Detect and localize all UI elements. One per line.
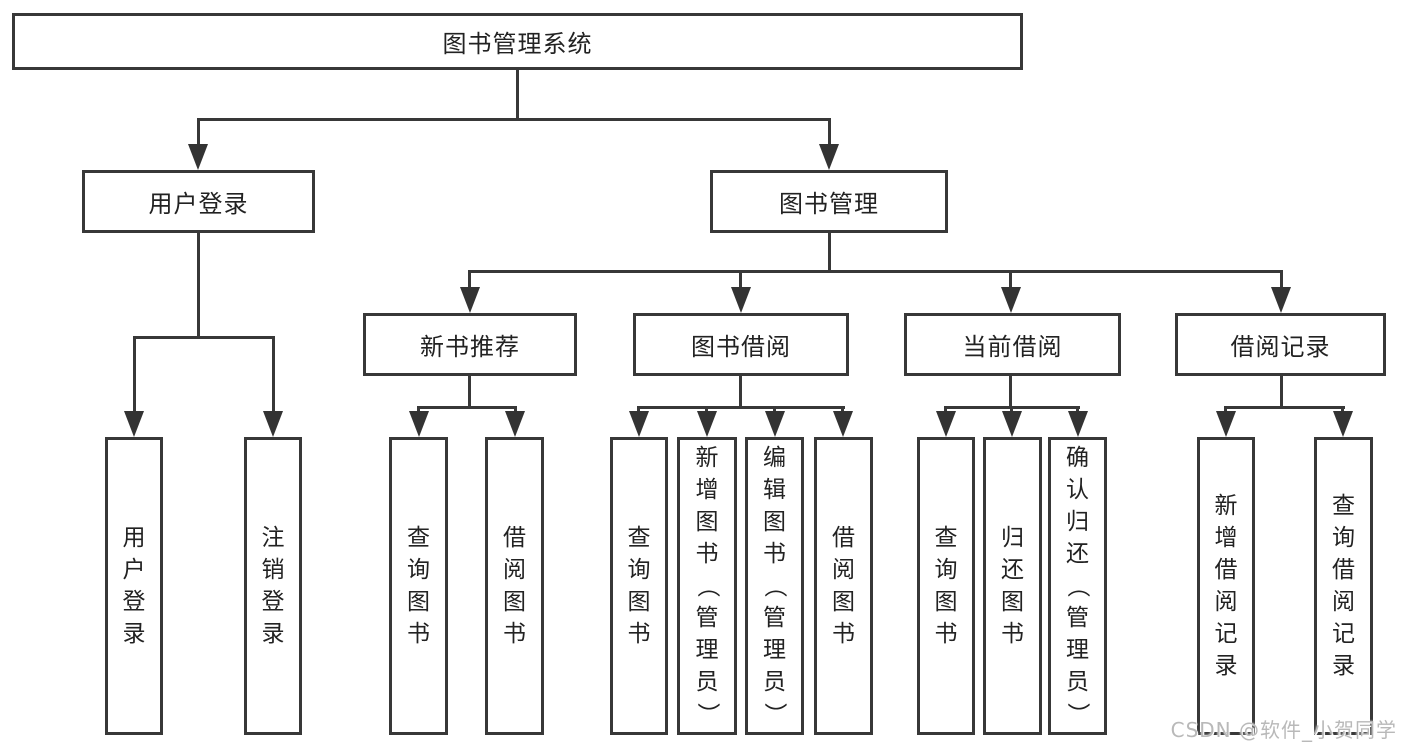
connector-line [468, 270, 1283, 273]
connector-line [1280, 270, 1283, 287]
arrow-down-icon [833, 411, 853, 437]
connector-line [1010, 406, 1013, 413]
node-label: 查询借阅记录 [1332, 493, 1355, 679]
arrow-down-icon [936, 411, 956, 437]
node-label: 查询图书 [934, 525, 958, 647]
connector-line [637, 406, 640, 413]
node-label: 用户登录 [148, 190, 249, 218]
node-label: 图书管理 [779, 190, 879, 218]
connector-line [468, 375, 471, 406]
node-borrowing-records: 借阅记录 [1175, 313, 1386, 376]
arrow-down-icon [409, 411, 429, 437]
connector-line [133, 336, 136, 411]
node-label: 借阅记录 [1230, 333, 1331, 361]
connector-line [197, 118, 831, 121]
node-label: 归还图书 [1001, 525, 1024, 647]
node-label: 查询图书 [627, 525, 651, 647]
node-current-borrowing: 当前借阅 [904, 313, 1121, 376]
arrow-down-icon [629, 411, 649, 437]
connector-line [1009, 270, 1012, 287]
node-label: 借阅图书 [503, 525, 526, 647]
node-user-login: 用户登录 [82, 170, 315, 233]
connector-line [516, 69, 519, 118]
leaf-confirm-return-admin: 确认归还（管理员） [1048, 437, 1107, 735]
connector-line [1224, 406, 1227, 413]
arrow-down-icon [1216, 411, 1236, 437]
connector-line [1076, 406, 1079, 413]
node-label: 图书管理系统 [442, 30, 593, 58]
leaf-logout: 注销登录 [244, 437, 302, 735]
leaf-query-books-recommend: 查询图书 [389, 437, 448, 735]
connector-line [417, 406, 517, 409]
connector-line [1280, 375, 1283, 406]
arrow-down-icon [1001, 287, 1021, 313]
arrow-down-icon [1068, 411, 1088, 437]
leaf-borrow-books: 借阅图书 [814, 437, 873, 735]
arrow-down-icon [263, 411, 283, 437]
arrow-down-icon [1333, 411, 1353, 437]
node-label: 新增借阅记录 [1214, 493, 1238, 679]
connector-line [417, 406, 420, 413]
connector-line [468, 270, 471, 287]
node-label: 查询图书 [407, 525, 430, 647]
connector-line [739, 375, 742, 406]
connector-line [841, 406, 844, 413]
leaf-add-borrow-record: 新增借阅记录 [1197, 437, 1255, 735]
connector-line [514, 406, 517, 413]
arrow-down-icon [1002, 411, 1022, 437]
arrow-down-icon [1271, 287, 1291, 313]
node-label: 图书借阅 [691, 333, 791, 361]
arrow-down-icon [765, 411, 785, 437]
leaf-query-books-borrow: 查询图书 [610, 437, 668, 735]
leaf-query-borrow-record: 查询借阅记录 [1314, 437, 1373, 735]
connector-line [828, 118, 831, 146]
connector-line [773, 406, 776, 413]
connector-line [133, 336, 275, 339]
node-book-borrowing: 图书借阅 [633, 313, 849, 376]
node-label: 借阅图书 [832, 525, 855, 647]
node-new-book-recommendation: 新书推荐 [363, 313, 577, 376]
arrow-down-icon [188, 144, 208, 170]
node-label: 当前借阅 [962, 333, 1063, 361]
arrow-down-icon [731, 287, 751, 313]
node-label: 编辑图书（管理员） [761, 445, 788, 726]
connector-line [637, 406, 845, 409]
node-label: 注销登录 [261, 525, 285, 647]
arrow-down-icon [124, 411, 144, 437]
connector-line [705, 406, 708, 413]
connector-line [272, 336, 275, 411]
connector-line [1341, 406, 1344, 413]
node-label: 用户登录 [122, 525, 146, 647]
leaf-add-books-admin: 新增图书（管理员） [677, 437, 737, 735]
leaf-return-books: 归还图书 [983, 437, 1042, 735]
arrow-down-icon [460, 287, 480, 313]
connector-line [1009, 375, 1012, 406]
leaf-edit-books-admin: 编辑图书（管理员） [745, 437, 804, 735]
leaf-borrow-books-recommend: 借阅图书 [485, 437, 544, 735]
arrow-down-icon [819, 144, 839, 170]
connector-line [828, 232, 831, 270]
connector-line [739, 270, 742, 287]
connector-line [197, 118, 200, 146]
connector-line [1224, 406, 1345, 409]
node-root-library-management-system: 图书管理系统 [12, 13, 1023, 70]
node-label: 新增图书（管理员） [694, 445, 720, 726]
watermark: CSDN @软件_小贺同学 [1170, 718, 1397, 742]
leaf-query-books-current: 查询图书 [917, 437, 975, 735]
node-label: 新书推荐 [420, 333, 520, 361]
leaf-user-login: 用户登录 [105, 437, 163, 735]
node-label: 确认归还（管理员） [1064, 445, 1091, 726]
connector-line [944, 406, 947, 413]
arrow-down-icon [697, 411, 717, 437]
connector-line [197, 232, 200, 336]
arrow-down-icon [505, 411, 525, 437]
node-book-management: 图书管理 [710, 170, 948, 233]
